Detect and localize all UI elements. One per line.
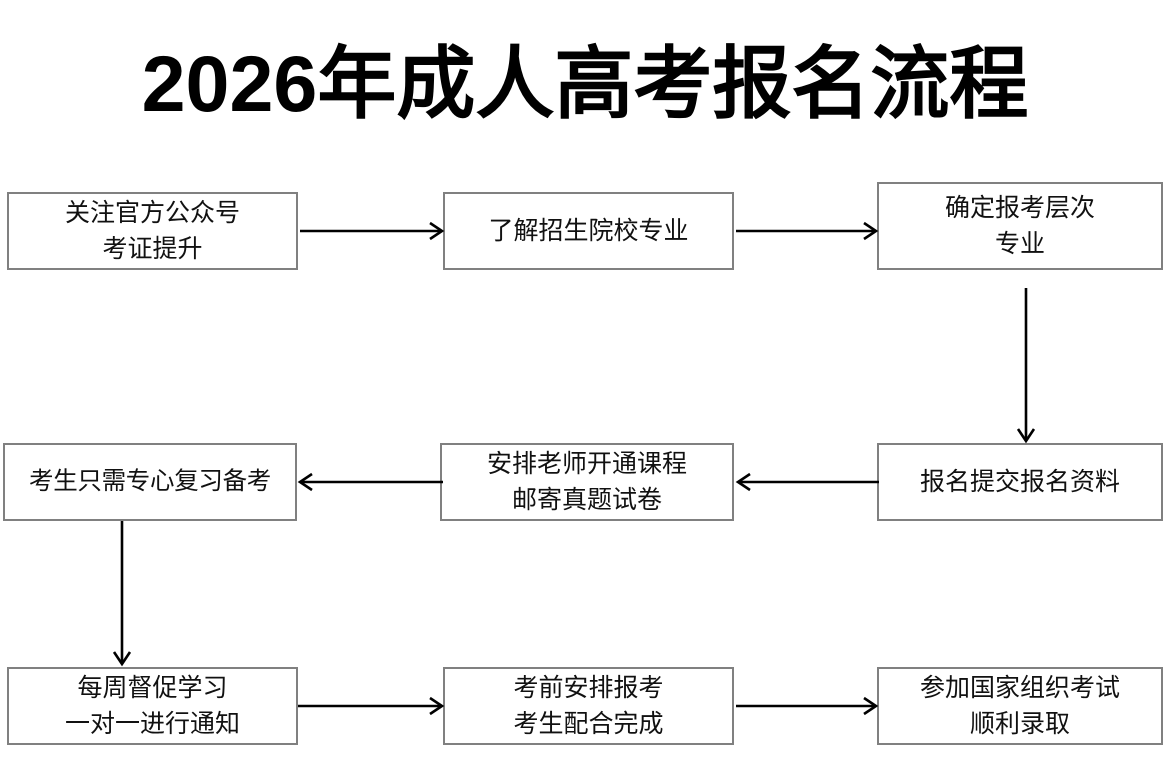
flow-node-submit-application-materials[interactable]: 报名提交报名资料 xyxy=(877,443,1163,521)
node-line: 报名提交报名资料 xyxy=(919,468,1120,496)
arrow-left-icon xyxy=(735,471,879,493)
node-line: 顺利录取 xyxy=(969,710,1070,738)
flow-node-learn-schools-majors[interactable]: 了解招生院校专业 xyxy=(443,192,734,270)
page-title: 2026年成人高考报名流程 xyxy=(141,39,1029,128)
node-line: 关注官方公众号 xyxy=(64,199,240,227)
node-line: 考证提升 xyxy=(102,235,203,263)
node-line: 考生配合完成 xyxy=(513,710,664,738)
arrow-right-icon xyxy=(300,220,445,242)
node-line: 专业 xyxy=(994,230,1045,258)
node-line: 考生只需专心复习备考 xyxy=(29,468,271,495)
node-line: 安排老师开通课程 xyxy=(486,450,687,478)
arrow-right-icon xyxy=(736,695,879,717)
flow-node-weekly-study-supervision[interactable]: 每周督促学习 一对一进行通知 xyxy=(7,667,298,745)
flow-node-pre-exam-registration[interactable]: 考前安排报考 考生配合完成 xyxy=(443,667,734,745)
arrow-left-icon xyxy=(297,471,443,493)
node-line: 邮寄真题试卷 xyxy=(511,486,662,514)
node-line: 确定报考层次 xyxy=(944,194,1095,222)
node-line: 参加国家组织考试 xyxy=(919,674,1120,702)
flow-node-follow-official-account[interactable]: 关注官方公众号 考证提升 xyxy=(7,192,298,270)
flow-node-focus-on-review[interactable]: 考生只需专心复习备考 xyxy=(3,443,297,521)
flow-node-confirm-level-major[interactable]: 确定报考层次 专业 xyxy=(877,182,1163,270)
flow-node-take-exam-admitted[interactable]: 参加国家组织考试 顺利录取 xyxy=(877,667,1163,745)
arrow-right-icon xyxy=(298,695,445,717)
arrow-right-icon xyxy=(736,220,879,242)
node-line: 一对一进行通知 xyxy=(64,710,240,738)
arrow-down-icon xyxy=(110,521,134,667)
node-line: 了解招生院校专业 xyxy=(488,217,689,245)
node-line: 考前安排报考 xyxy=(513,674,664,702)
node-line: 每周督促学习 xyxy=(77,674,228,702)
flow-node-teacher-course-mail-papers[interactable]: 安排老师开通课程 邮寄真题试卷 xyxy=(440,443,734,521)
arrow-down-icon xyxy=(1014,288,1038,444)
